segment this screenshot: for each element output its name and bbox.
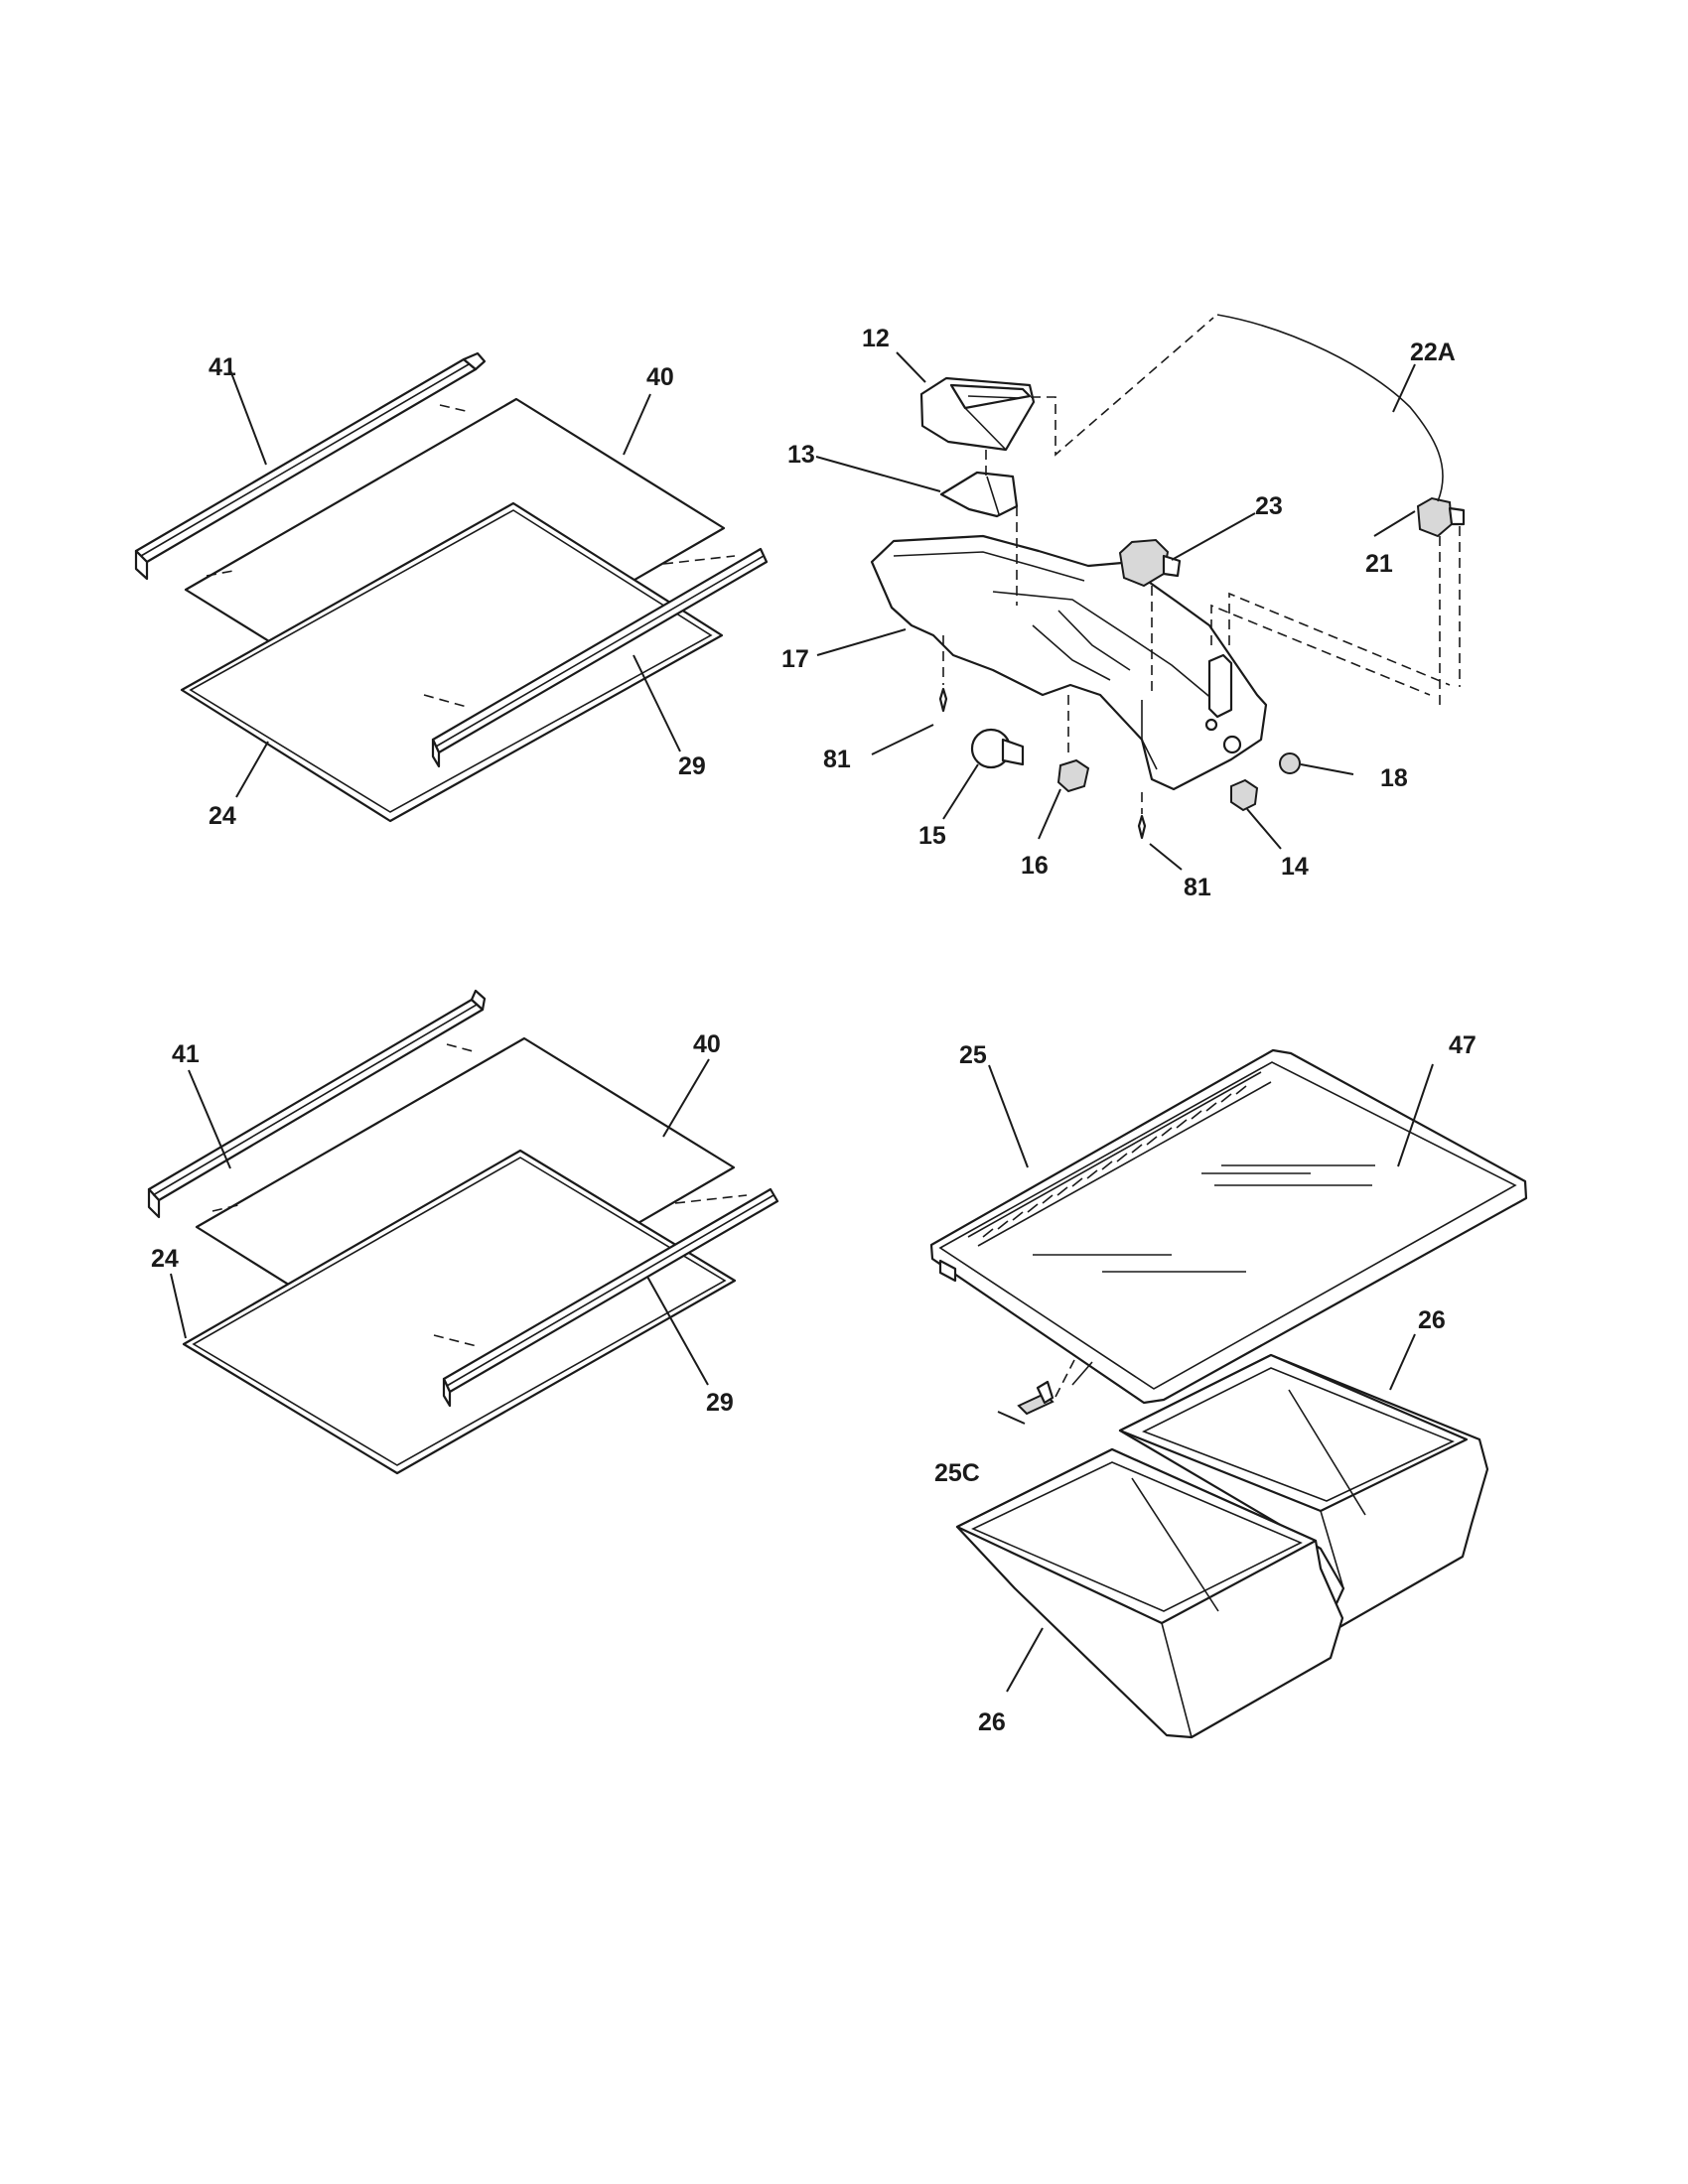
callout-26-left: 26 xyxy=(978,1708,1006,1736)
upper-right-control-housing-assembly: 12 13 17 81 15 16 81 14 18 21 22A 23 xyxy=(781,314,1466,901)
callout-24-lower: 24 xyxy=(151,1245,179,1273)
callout-25: 25 xyxy=(959,1041,987,1069)
callout-25c: 25C xyxy=(934,1459,980,1487)
control-housing-17 xyxy=(870,534,1268,791)
switch-23 xyxy=(1118,538,1182,588)
screw-81-left xyxy=(938,687,948,713)
callout-81-left: 81 xyxy=(823,746,851,773)
callout-81-right: 81 xyxy=(1184,874,1211,901)
callout-12: 12 xyxy=(862,325,890,352)
crisper-glass-47 xyxy=(1033,1164,1375,1273)
knob-18 xyxy=(1279,752,1301,774)
callout-17: 17 xyxy=(781,645,809,673)
crisper-drawer-26-right xyxy=(1118,1353,1489,1640)
callout-22a: 22A xyxy=(1410,339,1456,366)
shelf-trim-41 xyxy=(134,351,487,581)
callout-21: 21 xyxy=(1365,550,1393,578)
callout-47: 47 xyxy=(1449,1031,1477,1059)
shelf-trim-29 xyxy=(431,547,769,768)
cover-clip-25c xyxy=(1017,1361,1093,1416)
shelf-trim-41-lower xyxy=(147,989,487,1219)
callout-23: 23 xyxy=(1255,492,1283,520)
callout-29-lower: 29 xyxy=(706,1389,734,1417)
callout-18: 18 xyxy=(1380,764,1408,792)
control-21 xyxy=(1416,496,1466,538)
light-socket-16 xyxy=(1056,758,1090,793)
upper-left-shelf-assembly: 41 40 29 24 xyxy=(134,351,769,830)
callout-29-upper: 29 xyxy=(678,752,706,780)
crisper-cover-25 xyxy=(929,1048,1528,1405)
light-shield-12 xyxy=(919,376,1036,452)
callout-40-lower: 40 xyxy=(693,1030,721,1058)
callout-16: 16 xyxy=(1021,852,1049,880)
callout-26-right: 26 xyxy=(1418,1306,1446,1334)
callout-15: 15 xyxy=(918,822,946,850)
callout-13: 13 xyxy=(787,441,815,469)
lower-right-crisper-assembly: 25 47 25C 26 26 xyxy=(929,1031,1528,1739)
lower-left-shelf-assembly: 41 40 24 29 xyxy=(147,989,779,1475)
shelf-frame-24 xyxy=(180,501,724,823)
door-switch-14 xyxy=(1230,778,1259,812)
light-bulb-15 xyxy=(970,728,1025,769)
capillary-tube-22a xyxy=(1216,314,1444,502)
crisper-drawer-26-left xyxy=(955,1447,1344,1739)
callout-41-upper: 41 xyxy=(209,353,236,381)
cover-vent-slots xyxy=(982,1085,1247,1238)
callout-14: 14 xyxy=(1281,853,1309,881)
shelf-trim-29-lower xyxy=(442,1187,779,1408)
shelf-frame-24-lower xyxy=(182,1149,737,1475)
callout-24-upper: 24 xyxy=(209,802,236,830)
callout-40-upper: 40 xyxy=(646,363,674,391)
callout-41-lower: 41 xyxy=(172,1040,200,1068)
diffuser-13 xyxy=(939,471,1019,518)
screw-81-right xyxy=(1137,814,1147,840)
